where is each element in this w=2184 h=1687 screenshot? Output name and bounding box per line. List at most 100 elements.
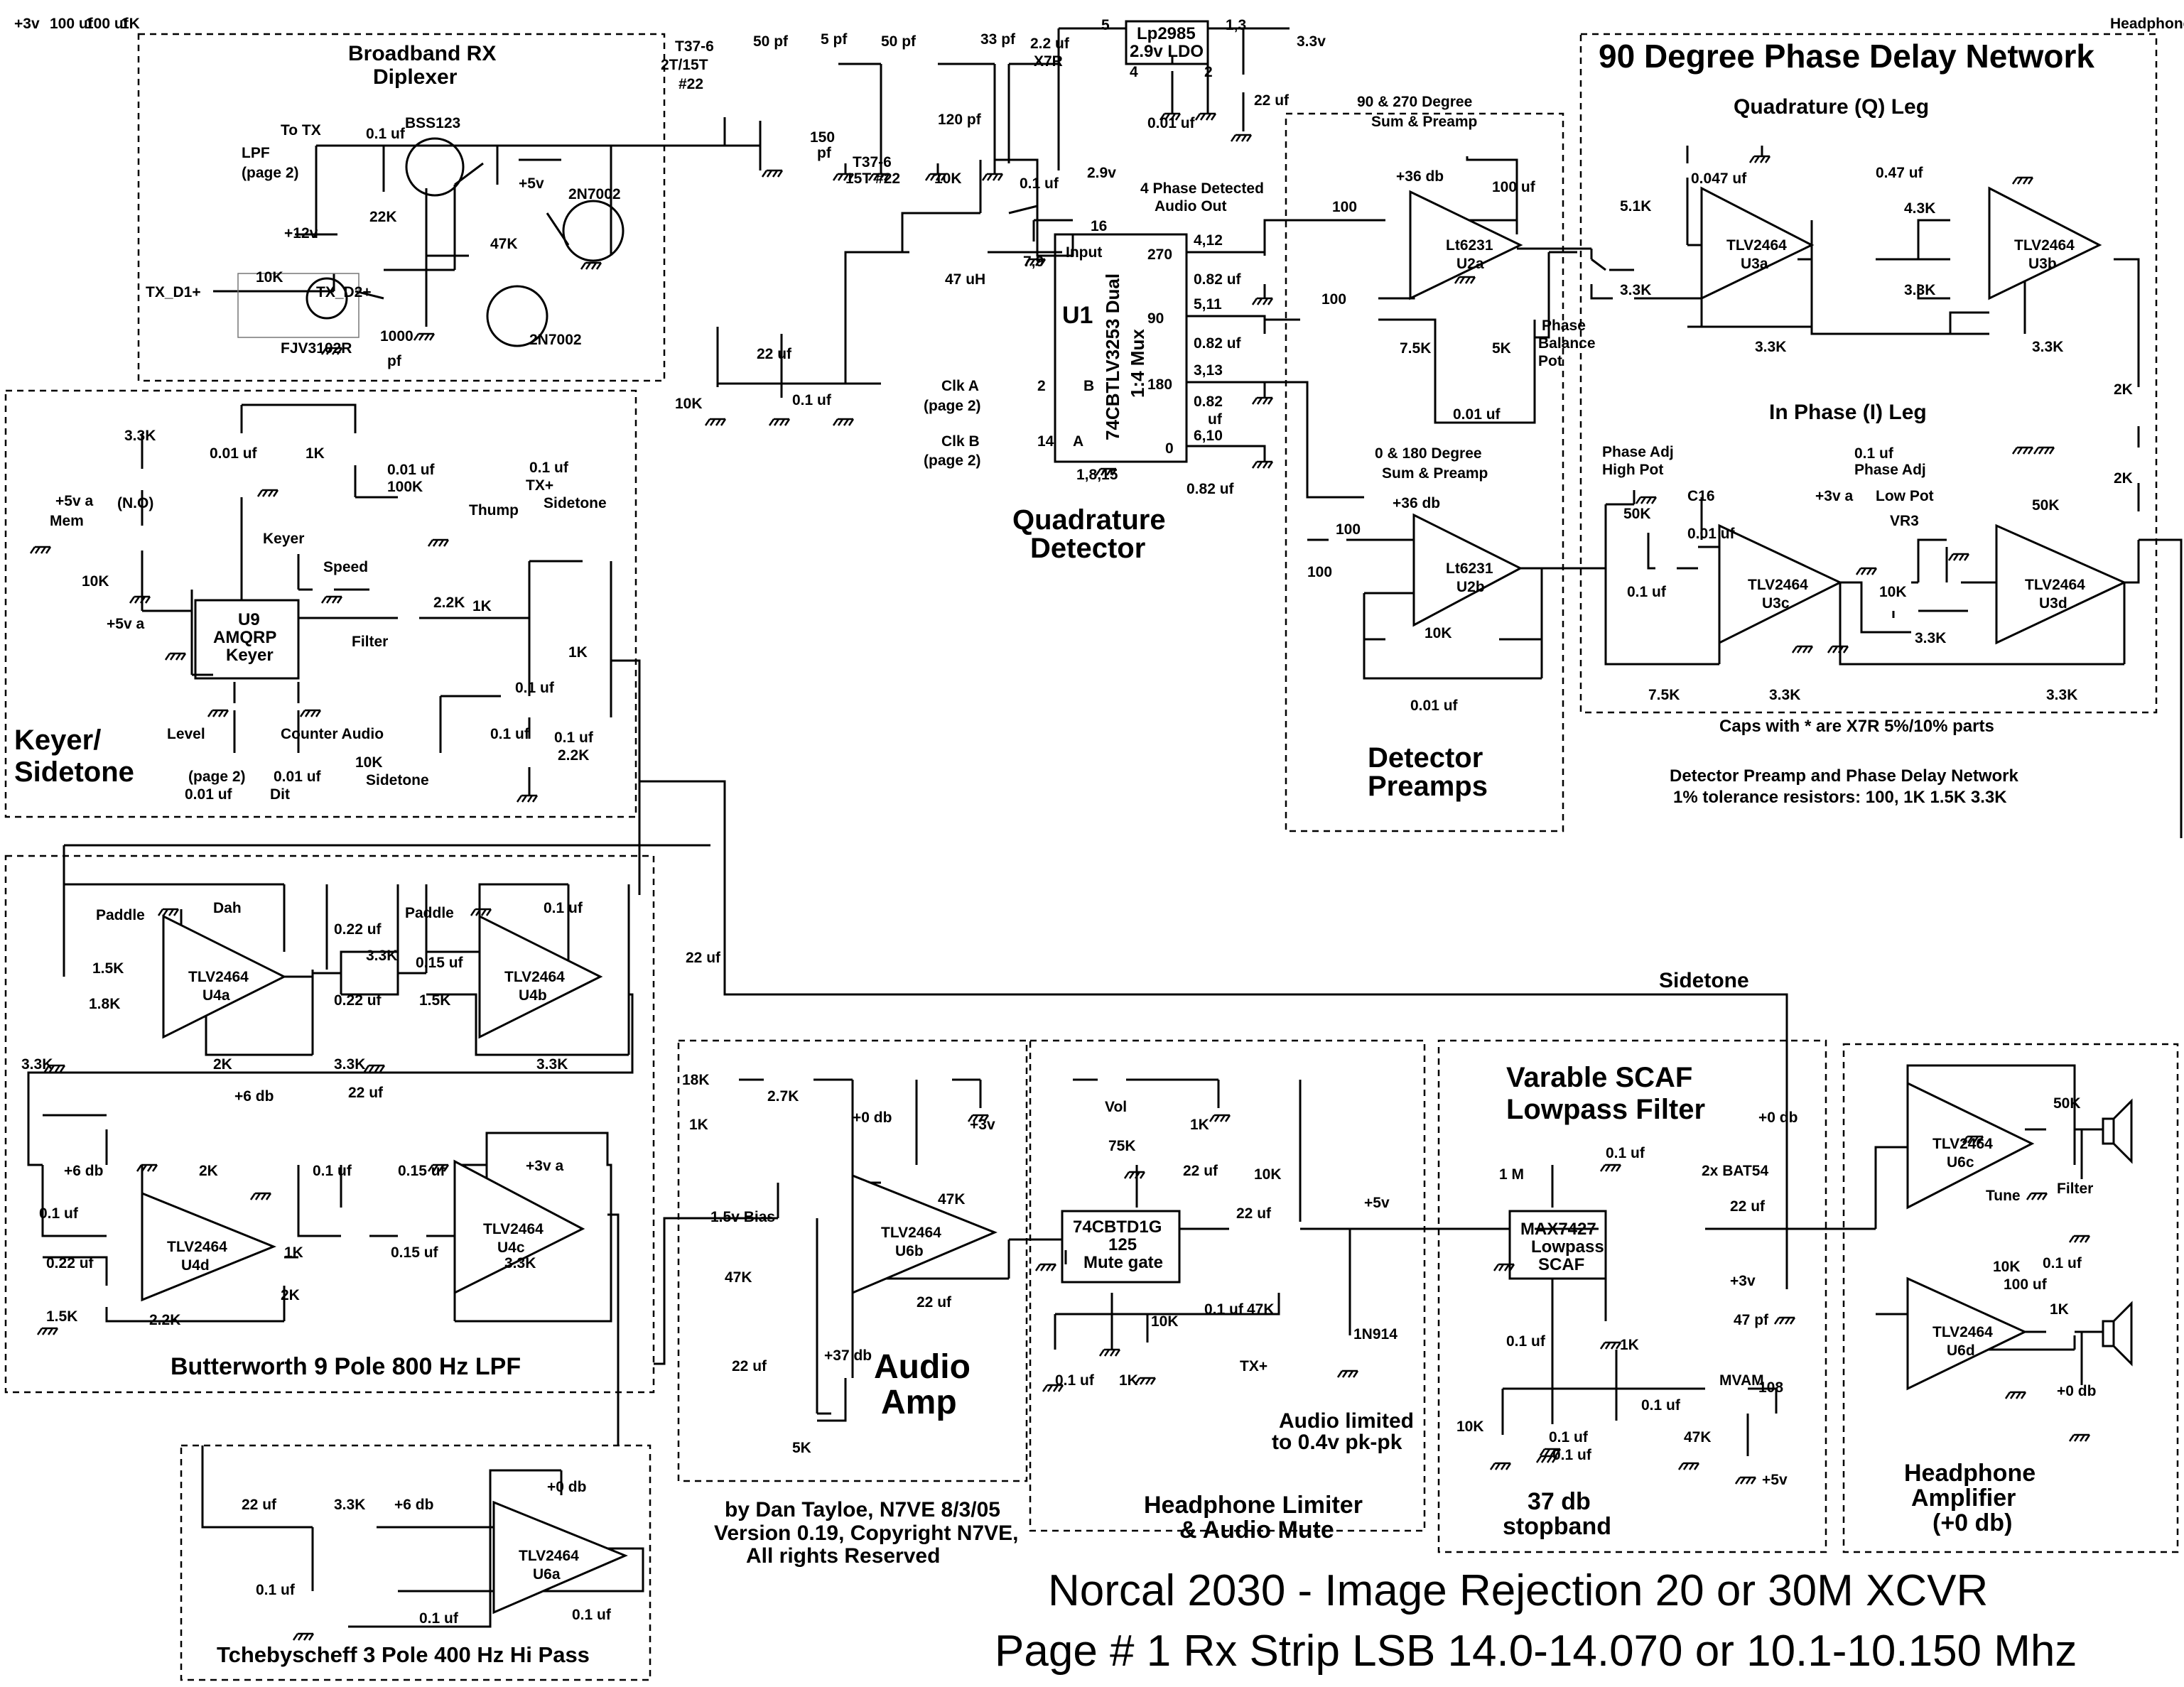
component-label: MVAM	[1719, 1372, 1764, 1389]
tcheby-title: Tchebyscheff 3 Pole 400 Hz Hi Pass	[217, 1642, 590, 1667]
component-label: 100 uf	[1492, 179, 1536, 195]
component-label: Keyer	[263, 531, 304, 547]
component-label: +0 db	[2057, 1383, 2096, 1399]
component-label: Mem	[50, 513, 84, 529]
component-label: 10K	[1425, 625, 1452, 641]
u2a-ref: U2a	[1456, 256, 1484, 272]
diplexer-box	[137, 33, 666, 382]
tcheby-box	[180, 1444, 652, 1681]
component-label: 0.01 uf	[1453, 406, 1501, 423]
component-label: 3.3K	[1755, 339, 1786, 355]
u3a-ref: U3a	[1741, 256, 1768, 272]
component-label: B	[1083, 378, 1094, 394]
opamp-u6c	[1906, 1081, 2035, 1210]
component-label: 5.1K	[1620, 198, 1651, 215]
component-label: LPF	[242, 145, 270, 161]
component-label: 1K	[689, 1117, 708, 1133]
u4b-part: TLV2464	[504, 969, 565, 985]
component-label: 47K	[490, 236, 518, 252]
component-label: 50K	[2053, 1095, 2081, 1112]
component-label: 2T/15T	[661, 57, 708, 73]
keyer-box	[4, 389, 637, 818]
component-label: 10K	[355, 754, 383, 771]
component-label: 100	[1321, 291, 1346, 308]
component-label: A	[1073, 433, 1083, 450]
bss123-symbol	[405, 137, 465, 197]
u9-ref: U9	[238, 610, 260, 629]
component-label: 108	[1758, 1379, 1783, 1396]
component-label: 2x BAT54	[1702, 1163, 1768, 1179]
preamps-box	[1285, 112, 1564, 832]
component-label: 100	[1307, 564, 1332, 580]
u4a-part: TLV2464	[188, 969, 249, 985]
component-label: 16	[1091, 218, 1107, 234]
component-label: 0.047 uf	[1691, 170, 1747, 187]
u4d-part: TLV2464	[167, 1239, 227, 1255]
opamp-u2a	[1409, 190, 1523, 300]
component-label: 3.3K	[124, 428, 156, 444]
component-label: +0 db	[547, 1479, 586, 1495]
component-label: 2K	[2114, 470, 2133, 487]
component-label: 7.5K	[1648, 687, 1680, 703]
component-label: 0.1 uf	[313, 1163, 352, 1179]
component-label: 10K	[1456, 1419, 1484, 1435]
component-label: Counter Audio	[281, 726, 384, 742]
opamp-u6d	[1906, 1276, 2028, 1391]
component-label: 0.15 uf	[398, 1163, 446, 1179]
component-label: 180	[1147, 376, 1172, 393]
opamp-u6a	[492, 1500, 628, 1615]
u4d-ref: U4d	[181, 1257, 210, 1274]
component-label: 22 uf	[1254, 92, 1290, 109]
component-label: Audio Out	[1155, 198, 1226, 215]
component-label: 0.01 uf	[210, 445, 258, 462]
component-label: 10K	[1993, 1259, 2021, 1275]
scaf-title-1: Varable SCAF	[1506, 1062, 1692, 1093]
component-label: 22 uf	[1730, 1198, 1766, 1215]
component-label: To TX	[281, 122, 321, 139]
component-label: 0.01 uf	[1410, 698, 1459, 714]
u9-keyer-box	[194, 599, 300, 680]
component-label: Paddle	[405, 905, 454, 921]
component-label: +5v a	[107, 616, 144, 632]
component-label: TX_D1+	[146, 284, 201, 300]
component-label: TX+	[1240, 1358, 1267, 1374]
fjv3102r-symbol	[306, 277, 348, 320]
scaf-part: MAX7427	[1520, 1220, 1596, 1239]
quad-detector-title-2: Detector	[1030, 533, 1145, 564]
component-label: Clk A	[941, 378, 979, 394]
u3d-part: TLV2464	[2025, 577, 2085, 593]
credits-line-3: All rights Reserved	[746, 1544, 940, 1568]
component-label: 0.1 uf	[1854, 445, 1894, 462]
component-label: +0 db	[1758, 1110, 1798, 1126]
component-label: 90	[1147, 310, 1164, 327]
component-label: Pot	[1538, 353, 1562, 369]
audio-amp-title-1: Audio	[874, 1348, 971, 1386]
headphone-amp-title-2: Amplifier	[1911, 1485, 2016, 1512]
opamp-u4c	[453, 1159, 585, 1295]
u1-name: U1	[1062, 302, 1093, 329]
section-titles: Broadband RX Diplexer 90 Degree Phase De…	[14, 38, 2094, 1667]
component-label: 0.1 uf	[529, 460, 569, 476]
opamp-u4b	[478, 914, 603, 1039]
component-label: TX_D2+	[316, 284, 372, 300]
u6b-part: TLV2464	[881, 1225, 941, 1241]
2n7002-bottom-symbol	[486, 285, 548, 347]
component-label: 10K	[934, 170, 962, 187]
credits-line-1: by Dan Tayloe, N7VE 8/3/05	[725, 1498, 1000, 1521]
u3b-part: TLV2464	[2014, 237, 2075, 254]
component-label: Dit	[270, 786, 290, 803]
component-label: 120 pf	[938, 112, 982, 128]
ic-boxes	[194, 20, 1607, 1284]
speaker-lower-icon	[2102, 1301, 2133, 1367]
component-label: 47 pf	[1734, 1312, 1769, 1328]
component-label: 3.3K	[334, 1056, 365, 1073]
mute-num: 125	[1108, 1235, 1137, 1254]
component-label: 10K	[256, 269, 283, 286]
component-label: 270	[1147, 246, 1172, 263]
i-leg-title: In Phase (I) Leg	[1769, 401, 1927, 424]
component-label: 0.1 uf	[256, 1582, 296, 1598]
component-label: 0.1 uf	[1506, 1333, 1546, 1350]
component-label: 22 uf	[1183, 1163, 1218, 1179]
component-label: 2K	[199, 1163, 218, 1179]
component-label: 2.2 uf	[1030, 36, 1070, 52]
